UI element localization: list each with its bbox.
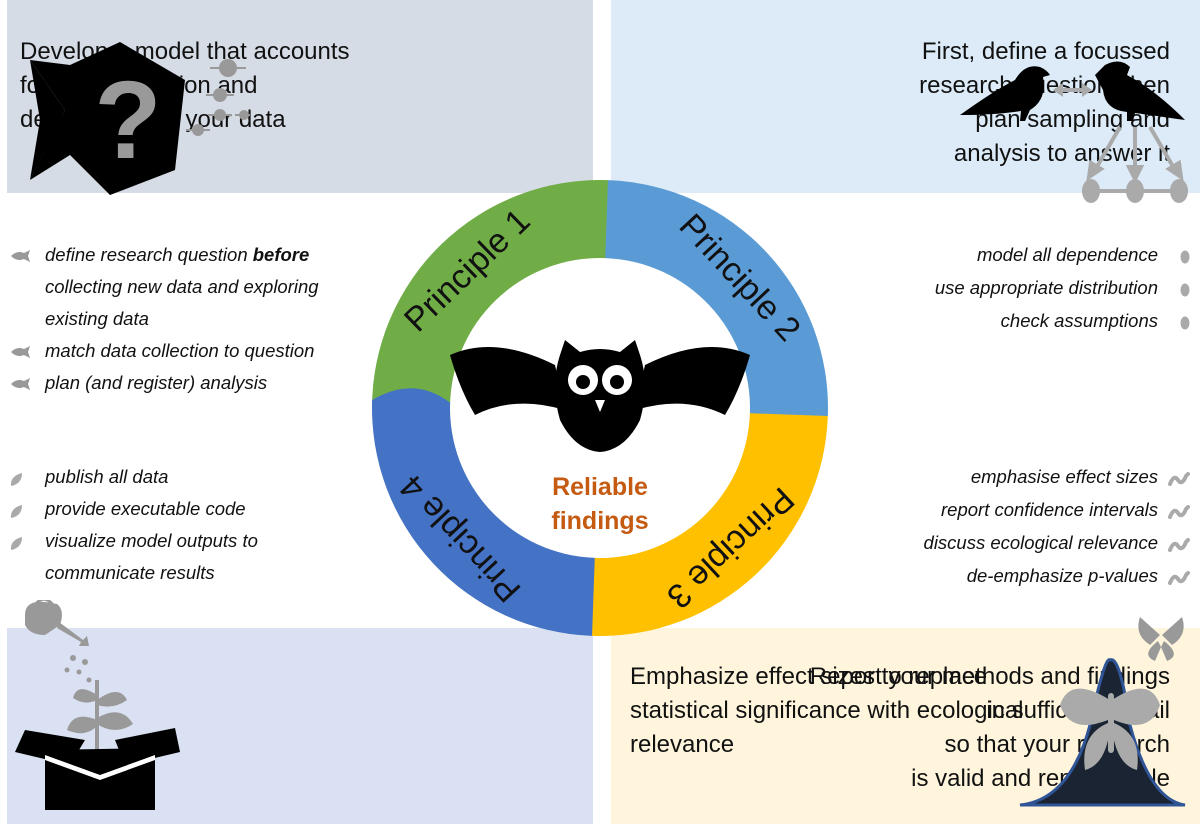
caterpillar-icon — [1168, 571, 1190, 585]
bullet-text: de-emphasize p-values — [966, 565, 1158, 586]
bullet-text: collecting new data and exploring — [45, 276, 319, 297]
list-item: use appropriate distribution — [934, 277, 1190, 310]
list-item: check assumptions — [935, 310, 1190, 343]
bullet-text: discuss ecological relevance — [923, 532, 1158, 553]
wheel-segment-1 — [372, 180, 620, 408]
list-item: visualize model outputs to — [10, 530, 258, 562]
list-item: model all dependence — [935, 244, 1190, 277]
list-item: match data collection to question — [11, 340, 319, 372]
egg-icon — [1180, 250, 1190, 264]
bullet-text: define research question — [45, 244, 253, 265]
heading-line: First, define a focussed — [921, 38, 1170, 65]
bullet-text: plan (and register) analysis — [45, 372, 268, 393]
svg-text:?: ? — [94, 59, 161, 182]
caterpillar-icon — [1168, 538, 1190, 552]
butterfly-distribution-icon — [1019, 617, 1186, 807]
bullet-text: provide executable code — [45, 498, 246, 519]
wheel-segment-3 — [580, 413, 828, 636]
leaf-icon — [10, 473, 22, 486]
fish-question-icon: ? — [30, 42, 250, 195]
list-item: existing data — [45, 308, 319, 340]
heading-line: Emphasize effect sizes to replace — [630, 663, 988, 690]
heading-line: relevance — [630, 731, 735, 758]
fish-icon — [11, 378, 30, 390]
bullet-text: check assumptions — [1000, 310, 1158, 331]
bullet-text: visualize model outputs to — [45, 530, 258, 551]
bullet-text: publish all data — [45, 466, 169, 487]
heading-line: Develop a model that accounts — [20, 38, 350, 65]
principle-3-bullets: emphasise effect sizes report confidence… — [923, 466, 1190, 598]
bullet-text: model all dependence — [976, 244, 1158, 265]
wheel-segment-4 — [372, 388, 595, 636]
egg-icon — [1180, 316, 1190, 330]
egg-icon — [1180, 283, 1190, 297]
list-item: publish all data — [10, 466, 258, 498]
list-item: plan (and register) analysis — [11, 372, 319, 404]
wheel-segment-2 — [605, 180, 828, 428]
list-item: provide executable code — [10, 498, 258, 530]
caterpillar-icon — [1168, 505, 1190, 519]
birds-dependence-icon — [960, 61, 1188, 203]
fish-icon — [11, 250, 30, 262]
bullet-text: communicate results — [45, 562, 215, 583]
leaf-icon — [10, 537, 22, 550]
list-item: emphasise effect sizes — [924, 466, 1190, 499]
list-item: report confidence intervals — [924, 499, 1190, 532]
caterpillar-icon — [1168, 472, 1190, 486]
principle-2-bullets: model all dependence use appropriate dis… — [934, 244, 1190, 343]
center-label: Reliable findings — [520, 470, 680, 538]
heading-line: statistical significance with ecological — [630, 697, 1024, 724]
bullet-text: use appropriate distribution — [934, 277, 1158, 298]
principle-4-bullets: publish all data provide executable code… — [10, 466, 258, 594]
fish-icon — [11, 346, 30, 358]
owl-icon — [450, 340, 750, 452]
leaf-icon — [10, 505, 22, 518]
bullet-text: match data collection to question — [45, 340, 315, 361]
bullet-text: emphasise effect sizes — [970, 466, 1158, 487]
bullet-text: existing data — [45, 308, 149, 329]
list-item: discuss ecological relevance — [923, 532, 1190, 565]
bullet-text: report confidence intervals — [941, 499, 1158, 520]
list-item: define research question before — [11, 244, 319, 276]
center-label-line-1: Reliable — [552, 473, 648, 501]
list-item: communicate results — [45, 562, 258, 594]
list-item: collecting new data and exploring — [45, 276, 319, 308]
center-label-line-2: findings — [551, 507, 649, 535]
bullet-emphasis: before — [252, 244, 310, 265]
principle-3-heading: Emphasize effect sizes to replace statis… — [630, 660, 1070, 762]
principle-1-bullets: define research question before collecti… — [11, 244, 319, 404]
list-item: de-emphasize p-values — [924, 565, 1190, 598]
watering-can-plant-icon — [15, 600, 180, 810]
